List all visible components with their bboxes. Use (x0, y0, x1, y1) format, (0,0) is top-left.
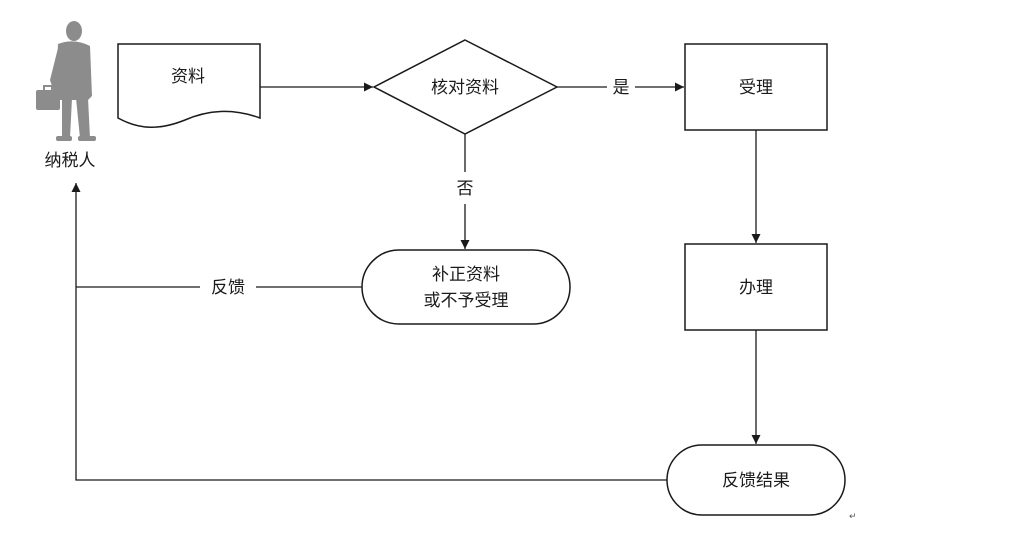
verify-decision-label: 核对资料 (431, 78, 499, 98)
reject-terminal-label-line1: 补正资料 (432, 265, 500, 285)
result-terminal-label: 反馈结果 (722, 471, 790, 491)
actor-label: 纳税人 (45, 151, 96, 171)
reject-terminal-label-line2: 或不予受理 (424, 291, 509, 311)
edge-result-to-taxpayer (71, 183, 667, 481)
person-with-briefcase-icon (36, 21, 96, 141)
accept-node-shape (684, 43, 828, 131)
process-node-label: 办理 (739, 278, 773, 298)
accept-node-label: 受理 (739, 78, 773, 98)
materials-node-label: 资料 (171, 67, 205, 87)
edge-label-no: 否 (457, 179, 474, 199)
edge-label-yes: 是 (613, 78, 630, 98)
materials-node-shape (117, 43, 261, 128)
edge-label-feedback: 反馈 (211, 278, 245, 298)
process-node-shape (684, 243, 828, 331)
paragraph-mark: ↵ (849, 512, 857, 522)
reject-terminal-shape (361, 249, 571, 325)
